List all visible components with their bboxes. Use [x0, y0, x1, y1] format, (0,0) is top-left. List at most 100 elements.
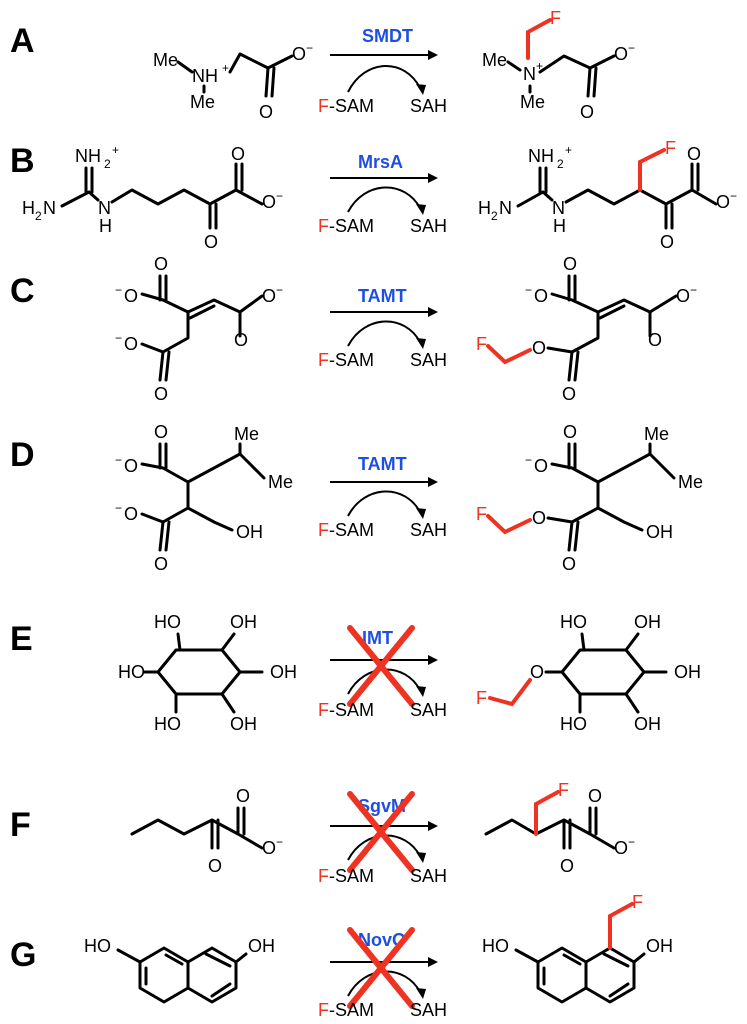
svg-text:OH: OH [230, 714, 257, 734]
svg-text:O: O [208, 856, 222, 876]
svg-text:SAH: SAH [410, 350, 447, 370]
svg-text:N: N [43, 198, 56, 218]
svg-text:O: O [534, 456, 548, 476]
svg-text:−: − [115, 283, 122, 297]
svg-text:O: O [154, 554, 168, 574]
svg-text:O: O [124, 334, 138, 354]
svg-text:SAH: SAH [410, 1000, 447, 1020]
svg-text:2: 2 [491, 209, 498, 223]
svg-text:OH: OH [646, 522, 673, 542]
svg-text:O: O [259, 102, 273, 122]
svg-text:OH: OH [248, 936, 275, 956]
svg-text:O: O [563, 254, 577, 274]
reaction-arrow-b: MrsA F-SAM SAH [318, 152, 447, 236]
svg-text:O: O [648, 330, 662, 350]
svg-text:F: F [558, 780, 569, 800]
svg-text:OH: OH [236, 522, 263, 542]
svg-text:−: − [525, 453, 532, 467]
panel-label-d: D [10, 436, 35, 474]
product-c: O O − O − O O O F [476, 254, 697, 404]
svg-text:+: + [536, 59, 543, 73]
svg-text:O: O [154, 254, 168, 274]
reaction-arrow-a: SMDT F-SAM SAH [318, 26, 447, 116]
svg-text:OH: OH [230, 612, 257, 632]
svg-text:O: O [563, 422, 577, 442]
panel-label-e: E [10, 620, 33, 658]
enzyme-label-e: IMT [362, 628, 393, 648]
svg-text:O: O [236, 786, 250, 806]
svg-text:H: H [22, 198, 35, 218]
svg-text:O: O [262, 286, 276, 306]
svg-text:O: O [124, 504, 138, 524]
svg-text:+: + [565, 143, 572, 157]
svg-text:O: O [292, 44, 306, 64]
svg-text:−: − [115, 453, 122, 467]
svg-text:−: − [115, 331, 122, 345]
svg-text:OH: OH [674, 662, 701, 682]
substrate-d: O O − Me Me O − OH O [115, 422, 293, 574]
panel-label-g: G [10, 936, 36, 974]
svg-text:F: F [476, 688, 487, 708]
svg-text:O: O [124, 456, 138, 476]
svg-text:Me: Me [644, 424, 669, 444]
enzyme-label-d: TAMT [358, 454, 407, 474]
svg-text:O: O [530, 662, 544, 682]
svg-text:SAH: SAH [410, 866, 447, 886]
svg-text:F: F [632, 892, 643, 912]
svg-text:2: 2 [557, 157, 564, 171]
svg-text:HO: HO [560, 612, 587, 632]
svg-text:+: + [112, 143, 119, 157]
svg-text:F: F [476, 334, 487, 354]
reaction-arrow-d: TAMT F-SAM SAH [318, 454, 447, 540]
svg-text:−: − [628, 835, 635, 849]
svg-text:OH: OH [634, 612, 661, 632]
enzyme-label-b: MrsA [358, 152, 403, 172]
reaction-arrow-f: SgvM F-SAM SAH [318, 791, 447, 886]
svg-text:N: N [523, 64, 536, 84]
svg-text:−: − [730, 189, 737, 203]
svg-text:HO: HO [84, 936, 111, 956]
svg-text:Me: Me [268, 472, 293, 492]
svg-text:HO: HO [482, 936, 509, 956]
svg-text:O: O [562, 554, 576, 574]
panel-a: A Me NH + Me O O − SMDT F-SAM SAH Me N + [10, 8, 635, 122]
product-a: Me N + Me F O O − [482, 8, 635, 122]
svg-text:N: N [98, 198, 111, 218]
substrate-e: HO OH HO OH HO OH [118, 612, 297, 734]
svg-text:O: O [580, 102, 594, 122]
svg-text:O: O [532, 338, 546, 358]
panel-label-f: F [10, 806, 31, 844]
svg-text:−: − [115, 501, 122, 515]
svg-text:NH: NH [192, 66, 218, 86]
substrate-b: NH 2 + H 2 N N H O O O − [22, 143, 283, 252]
panel-b: B NH 2 + H 2 N N H O O O − MrsA F-SAM SA… [10, 138, 737, 252]
svg-text:−: − [628, 41, 635, 55]
svg-text:F: F [665, 138, 676, 158]
svg-text:F-SAM: F-SAM [318, 350, 374, 370]
substrate-g: HO OH [84, 936, 275, 1004]
svg-text:Me: Me [234, 424, 259, 444]
svg-text:O: O [124, 286, 138, 306]
svg-text:F: F [476, 504, 487, 524]
svg-text:O: O [687, 144, 701, 164]
svg-text:O: O [614, 44, 628, 64]
svg-text:O: O [588, 786, 602, 806]
svg-text:O: O [562, 384, 576, 404]
substrate-f: O O O − [130, 786, 283, 876]
svg-text:SAH: SAH [410, 216, 447, 236]
svg-text:H: H [478, 198, 491, 218]
svg-text:Me: Me [190, 92, 215, 112]
svg-text:O: O [614, 838, 628, 858]
svg-text:NH: NH [75, 146, 101, 166]
svg-text:O: O [154, 384, 168, 404]
enzyme-label-f: SgvM [358, 796, 406, 816]
panel-label-c: C [10, 272, 35, 310]
svg-text:OH: OH [634, 714, 661, 734]
svg-text:H: H [553, 216, 566, 236]
svg-text:F: F [550, 8, 561, 28]
svg-text:O: O [234, 330, 248, 350]
svg-text:O: O [231, 144, 245, 164]
substrate-c: O O − O − O O − O [115, 254, 283, 404]
svg-text:O: O [204, 232, 218, 252]
